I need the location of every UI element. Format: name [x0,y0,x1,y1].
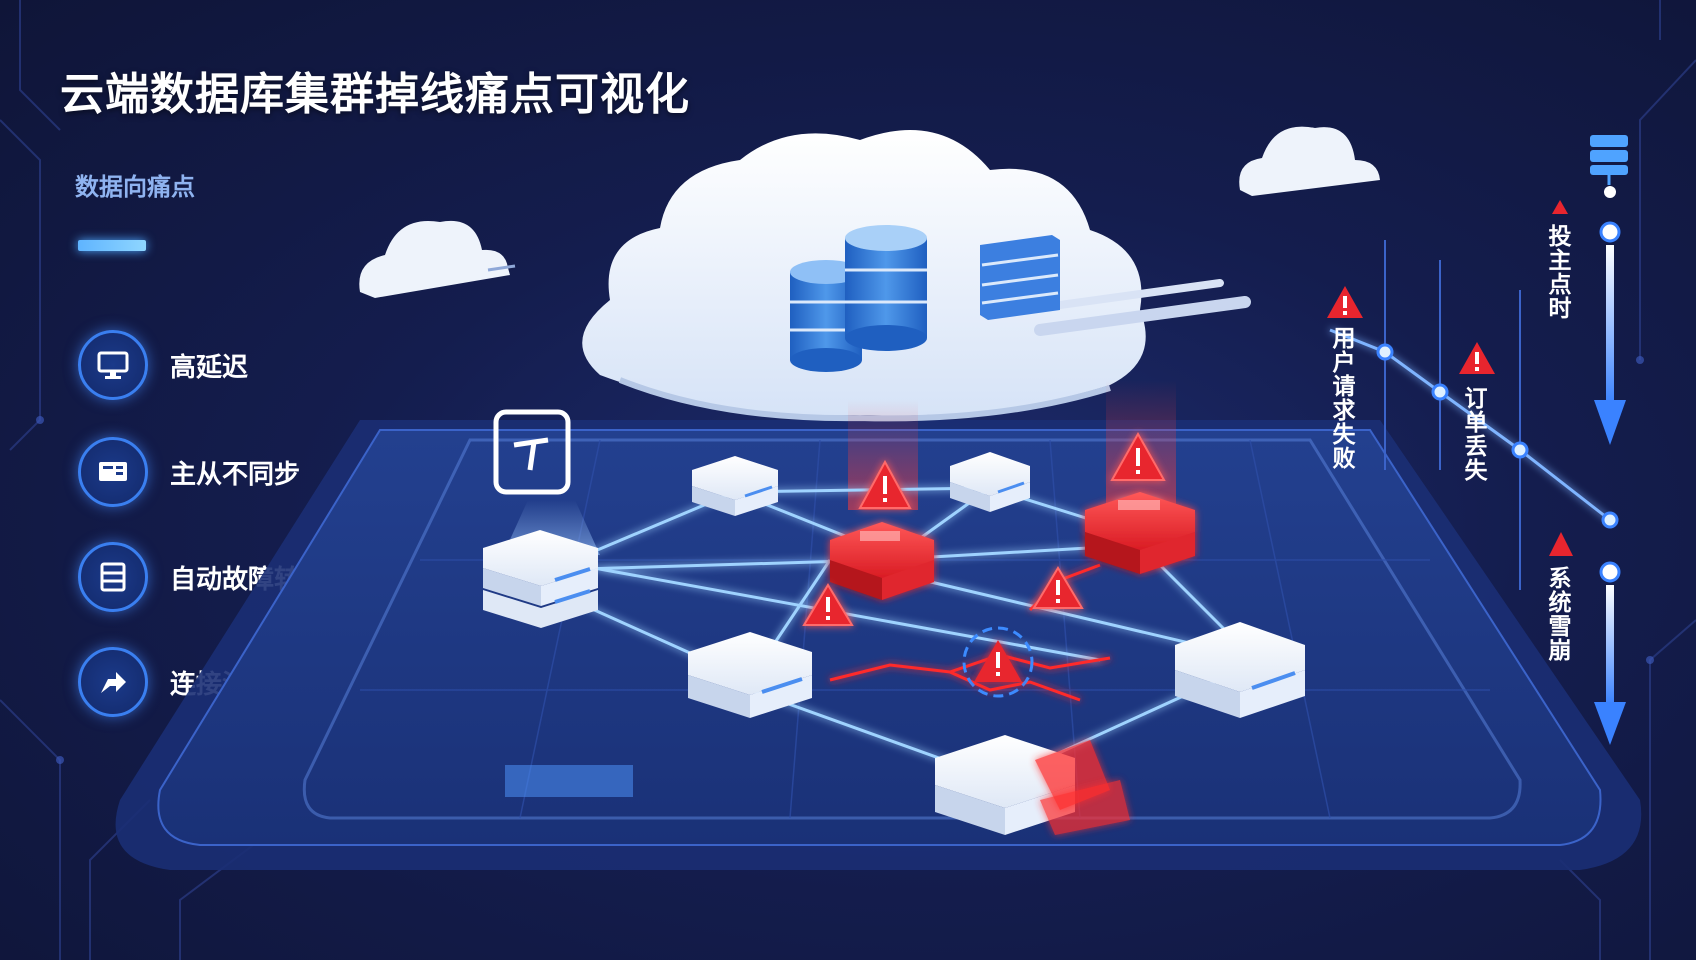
label-investment-delay: 投主点时 [1545,224,1571,320]
display-sync-icon [78,437,148,507]
failed-server-node [830,522,934,600]
label-user-request-failed: 用户请求失败 [1329,326,1355,470]
database-cylinder-icon [790,260,862,372]
arrow-down-icon [1594,400,1626,445]
failed-server-node [1085,492,1195,574]
arrow-down-icon [1594,702,1626,745]
warning-icon [1327,286,1363,318]
monitor-frame-icon [493,409,571,495]
warning-icon [1032,566,1084,609]
database-server-icon [1590,135,1628,185]
label-system-avalanche: 系统雪崩 [1545,566,1571,662]
timeline-chart [1327,135,1628,745]
pain-point-item: 主从不同步 [78,437,300,507]
server-node [950,452,1030,512]
server-node [1175,622,1305,718]
pain-point-label: 主从不同步 [170,458,301,489]
server-node [483,530,598,628]
label-order-lost: 订单丢失 [1461,386,1487,482]
arrow-exhaust-icon [78,647,148,717]
server-node [692,456,778,516]
pain-point-label: 高延迟 [170,351,249,382]
database-stack-icon [980,235,1060,320]
page-title: 云端数据库集群掉线痛点可视化 [60,70,690,119]
warning-icon [1549,532,1573,556]
section-subtitle: 数据向痛点 [75,174,195,201]
warning-icon [1552,200,1568,214]
cloud-database [582,130,1251,422]
subtitle-underline [78,240,146,251]
warning-target-icon [962,626,1034,698]
warning-icon [858,459,912,509]
server-node [935,735,1130,835]
monitor-icon [78,330,148,400]
server-list-icon [78,542,148,612]
small-cloud-left [359,220,516,298]
database-cylinder-icon [845,225,927,351]
warning-icon [1459,342,1495,374]
small-cloud-right [1239,126,1380,196]
warning-icon [1110,431,1166,481]
platform-panel [505,765,633,797]
warning-icon [802,583,854,626]
pain-point-item: 高延迟 [78,330,248,400]
server-node [688,632,812,718]
